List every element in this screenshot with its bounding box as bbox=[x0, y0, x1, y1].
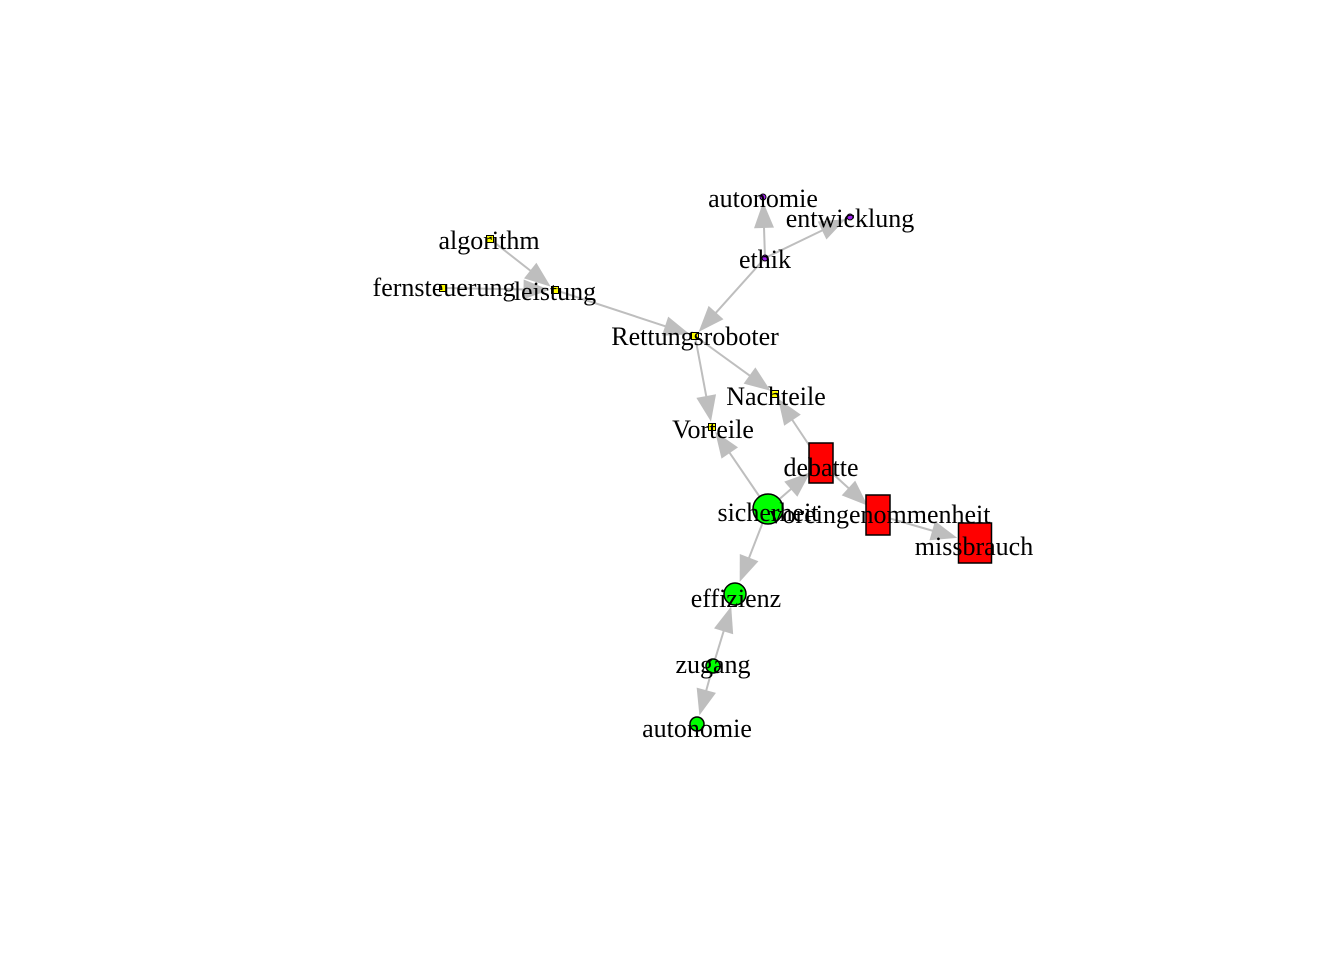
edge-line bbox=[764, 227, 827, 259]
node-label-leistung: leistung bbox=[514, 277, 596, 306]
edge-line bbox=[694, 335, 754, 379]
edge-arrowhead bbox=[696, 687, 716, 716]
edge-line bbox=[712, 257, 766, 317]
node-label-ethik: ethik bbox=[739, 245, 791, 274]
node-rettungsroboter bbox=[691, 332, 699, 340]
edge-ethik-to-rettungsroboter bbox=[698, 257, 766, 332]
node-label-autonomie_ethik: autonomie bbox=[708, 184, 818, 213]
node-label-sicherheit: sicherheit bbox=[717, 498, 819, 527]
node-label-debatte: debatte bbox=[783, 453, 858, 482]
edge-line bbox=[489, 238, 534, 274]
node-label-fernsteuerung: fernsteuerung bbox=[373, 273, 516, 302]
edge-arrowhead bbox=[739, 554, 759, 582]
nodes-layer bbox=[439, 193, 993, 732]
edge-arrowhead bbox=[841, 480, 868, 506]
node-nachteile bbox=[771, 390, 779, 398]
edge-arrowhead bbox=[696, 394, 717, 422]
edge-arrowhead bbox=[661, 316, 690, 336]
edge-arrowhead bbox=[715, 431, 739, 459]
node-sicherheit bbox=[752, 493, 784, 525]
node-label-missbrauch: missbrauch bbox=[915, 532, 1033, 561]
edge-leistung-to-rettungsroboter bbox=[554, 289, 690, 336]
edge-arrowhead bbox=[714, 606, 734, 635]
edge-algorithm-to-leistung bbox=[489, 238, 551, 287]
node-algorithm bbox=[486, 235, 494, 243]
edge-fernsteuerung-to-leistung bbox=[442, 279, 550, 300]
edge-rettungsroboter-to-nachteile bbox=[694, 335, 771, 391]
node-label-algorithm: algorithm bbox=[438, 226, 539, 255]
edge-arrowhead bbox=[743, 367, 771, 391]
edge-arrowhead bbox=[698, 305, 724, 332]
edge-arrowhead bbox=[778, 398, 801, 426]
node-label-vorteile: Vorteile bbox=[672, 415, 754, 444]
edges-layer bbox=[442, 201, 958, 716]
edge-line bbox=[694, 335, 708, 401]
edge-arrowhead bbox=[817, 219, 846, 240]
edge-ethik-to-entwicklung bbox=[764, 219, 846, 259]
node-label-voreingenommenheit: voreingenommenheit bbox=[770, 500, 992, 529]
node-label-zugang: zugang bbox=[675, 650, 750, 679]
edge-arrowhead bbox=[523, 279, 550, 300]
edge-arrowhead bbox=[754, 201, 775, 229]
edge-arrowhead bbox=[784, 472, 811, 497]
node-voreingenommenheit bbox=[865, 494, 891, 536]
node-label-nachteile: Nachteile bbox=[726, 382, 826, 411]
node-entwicklung bbox=[846, 213, 854, 221]
node-zugang bbox=[705, 658, 721, 674]
node-autonomie_ethik bbox=[759, 193, 767, 201]
node-label-entwicklung: entwicklung bbox=[786, 204, 915, 233]
node-label-effizienz: effizienz bbox=[691, 584, 781, 613]
node-vorteile bbox=[708, 423, 716, 431]
node-fernsteuerung bbox=[439, 284, 447, 292]
edge-line bbox=[442, 287, 528, 291]
node-ethik bbox=[761, 254, 769, 262]
node-label-rettungsroboter: Rettungsroboter bbox=[611, 322, 779, 351]
edge-arrowhead bbox=[524, 262, 551, 287]
edge-line bbox=[554, 289, 670, 329]
edge-arrowhead bbox=[929, 521, 958, 541]
node-label-autonomie_green: autonomie bbox=[642, 714, 752, 743]
node-missbrauch bbox=[957, 522, 993, 564]
node-effizienz bbox=[723, 582, 747, 606]
edge-line bbox=[762, 223, 766, 259]
edge-ethik-to-autonomie_ethik bbox=[754, 201, 775, 259]
node-autonomie_green bbox=[689, 716, 705, 732]
edge-rettungsroboter-to-vorteile bbox=[694, 335, 717, 422]
node-leistung bbox=[551, 286, 559, 294]
node-debatte bbox=[808, 442, 834, 484]
